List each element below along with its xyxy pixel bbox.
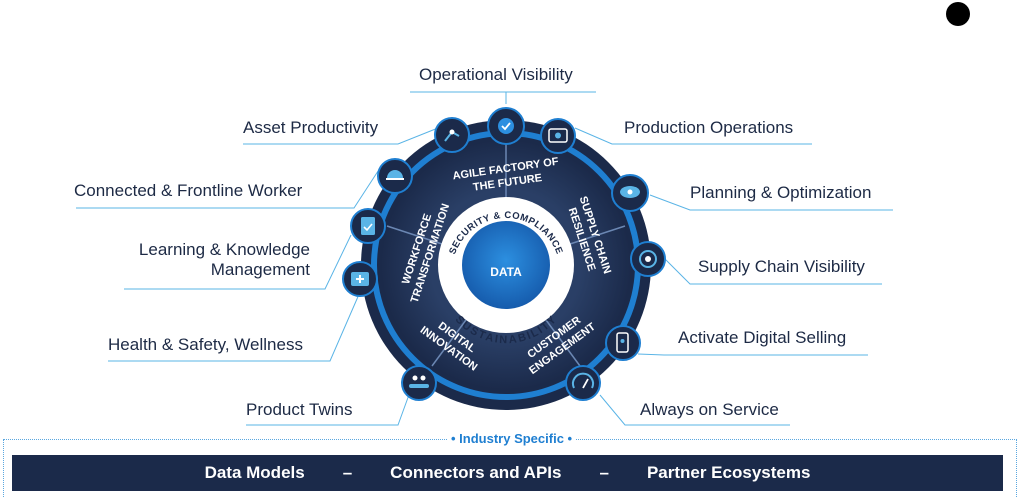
label-product-twins: Product Twins bbox=[246, 400, 353, 419]
label-connected-frontline-worker: Connected & Frontline Worker bbox=[74, 181, 303, 200]
black-dot-marker bbox=[946, 2, 970, 26]
check-badge-icon[interactable] bbox=[487, 107, 525, 145]
label-asset-productivity: Asset Productivity bbox=[243, 118, 379, 137]
document-check-icon[interactable] bbox=[350, 208, 386, 244]
robot-arm-icon[interactable] bbox=[434, 117, 470, 153]
separator-2: – bbox=[599, 463, 609, 482]
circular-target-icon[interactable] bbox=[630, 241, 666, 277]
mobile-selling-icon[interactable] bbox=[605, 325, 641, 361]
label-production-operations: Production Operations bbox=[624, 118, 794, 137]
separator-1: – bbox=[342, 463, 353, 482]
cloud-people-icon[interactable] bbox=[611, 174, 649, 212]
label-operational-visibility: Operational Visibility bbox=[419, 65, 573, 84]
gauge-service-icon[interactable] bbox=[565, 365, 601, 401]
label-planning-optimization: Planning & Optimization bbox=[690, 183, 872, 202]
conveyor-twins-icon[interactable] bbox=[401, 365, 437, 401]
industry-specific-label: • Industry Specific • bbox=[447, 431, 577, 446]
connectors-label: Connectors and APIs bbox=[390, 463, 562, 482]
data-core bbox=[462, 221, 550, 309]
label-always-on-service: Always on Service bbox=[640, 400, 779, 419]
hardhat-worker-icon[interactable] bbox=[377, 158, 413, 194]
leader-lines bbox=[76, 91, 893, 426]
label-activate-digital-selling: Activate Digital Selling bbox=[678, 328, 847, 347]
label-supply-chain-visibility: Supply Chain Visibility bbox=[698, 257, 865, 276]
platform-bar: Data Models – Connectors and APIs – Part… bbox=[12, 455, 1003, 491]
center-title: DATA bbox=[490, 265, 522, 279]
label-learning-knowledge: Learning & Knowledge Management bbox=[138, 240, 310, 279]
icon-nodes bbox=[342, 107, 666, 401]
partner-ecosystems-label: Partner Ecosystems bbox=[646, 463, 811, 482]
gear-screen-icon[interactable] bbox=[540, 118, 576, 154]
segment-dividers bbox=[386, 140, 626, 367]
label-health-safety-wellness: Health & Safety, Wellness bbox=[108, 335, 303, 354]
data-models-label: Data Models bbox=[204, 463, 305, 482]
medical-kit-icon[interactable] bbox=[342, 261, 378, 297]
